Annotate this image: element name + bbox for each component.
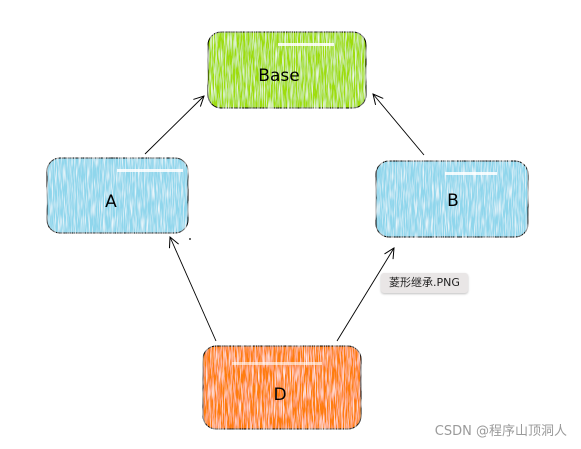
node-a-label: A	[105, 192, 117, 212]
node-base-box	[207, 31, 367, 109]
node-base-highlight	[278, 43, 334, 46]
node-a-highlight	[117, 169, 183, 172]
edge-d-to-a	[170, 237, 217, 342]
node-b-box	[375, 160, 529, 238]
edges	[144, 94, 425, 342]
node-a: A	[46, 157, 189, 234]
node-d-box	[202, 345, 362, 430]
node-b-highlight	[445, 172, 497, 175]
node-d-highlight	[232, 362, 322, 365]
node-d-label: D	[273, 385, 286, 405]
node-a-box	[46, 157, 189, 234]
edge-b-to-base	[373, 94, 425, 156]
image-filename-tooltip: 菱形继承.PNG	[381, 273, 468, 293]
edge-a-to-base	[144, 96, 204, 155]
node-b-label: B	[447, 191, 459, 211]
edge-d-to-b	[336, 248, 394, 342]
csdn-watermark: CSDN @程序山顶洞人	[434, 424, 567, 439]
node-d: D	[202, 345, 362, 430]
node-b: B	[375, 160, 529, 238]
stray-dot	[189, 238, 191, 240]
node-base: Base	[207, 31, 367, 109]
node-base-label: Base	[258, 66, 299, 86]
